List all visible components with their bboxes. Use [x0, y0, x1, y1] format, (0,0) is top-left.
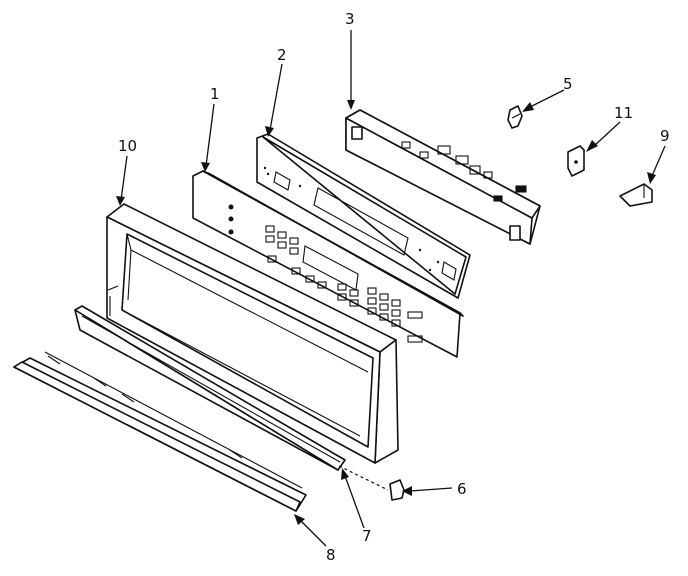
callout-2: 2	[277, 46, 287, 64]
callout-labels: 3 2 1 10 5 11 9 6 7 8	[118, 10, 670, 564]
callout-6: 6	[457, 480, 467, 498]
part-clip-5	[507, 105, 523, 129]
callout-7: 7	[362, 527, 372, 545]
part-control-board	[345, 109, 541, 245]
callout-11: 11	[614, 104, 633, 122]
part-bracket-11	[567, 145, 585, 177]
callout-3: 3	[345, 10, 355, 28]
callout-9: 9	[660, 127, 670, 145]
part-bracket-9	[619, 183, 653, 207]
callout-8: 8	[326, 546, 336, 564]
leader-lines	[116, 30, 666, 547]
part-clip-6	[338, 465, 405, 501]
callout-1: 1	[210, 85, 220, 103]
part-housing	[106, 203, 399, 464]
part-trim-strip	[74, 305, 346, 471]
callout-5: 5	[563, 75, 573, 93]
part-trim	[13, 351, 307, 512]
part-overlay	[256, 133, 471, 299]
part-control-panel	[192, 170, 464, 358]
callout-10: 10	[118, 137, 137, 155]
